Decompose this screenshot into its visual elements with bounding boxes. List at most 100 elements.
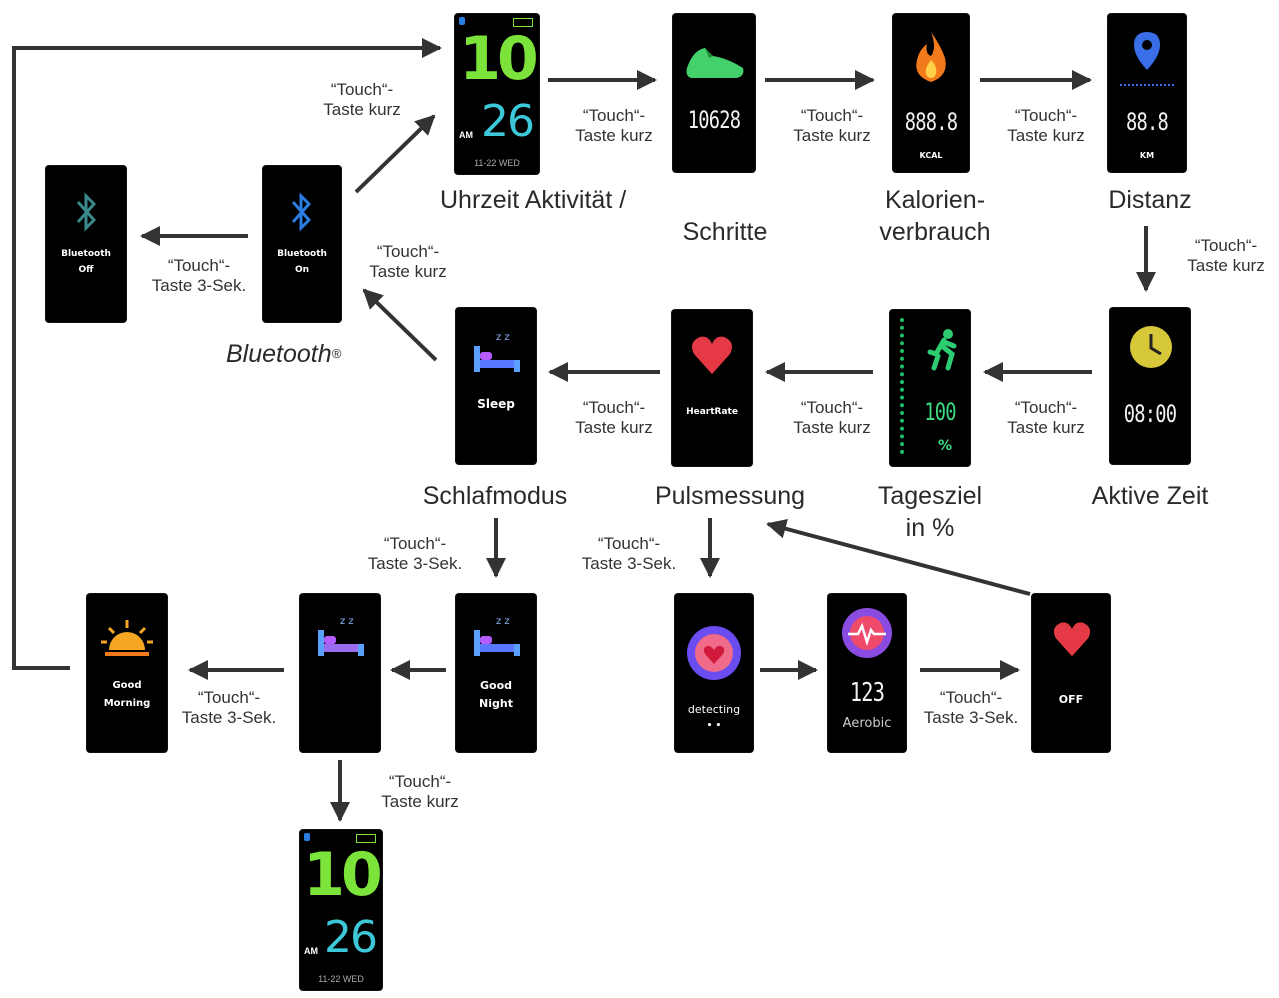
label-top-left: “Touch“- Taste kurz: [323, 80, 401, 119]
aerobic-label: Aerobic: [842, 716, 892, 731]
heart-pulse-icon: [842, 608, 892, 658]
screen-calories: 888.8 KCAL: [893, 14, 969, 172]
battery-icon: [513, 18, 533, 27]
good-morning-line2: Morning: [103, 698, 151, 709]
heart-off-icon: [1053, 622, 1091, 657]
calories-unit: KCAL: [919, 151, 943, 160]
clock-bottom-footer: 11-22 WED: [318, 974, 364, 984]
bluetooth-on-line1: Bluetooth: [277, 249, 327, 259]
arrow-sleep-to-bluetooth: [362, 288, 438, 362]
screen-sleeping: z z: [300, 594, 380, 752]
screen-heartrate: HeartRate: [672, 310, 752, 466]
screen-aerobic: 123 Aerobic: [828, 594, 906, 752]
caption-bluetooth: Bluetooth®: [226, 338, 386, 370]
distance-unit: KM: [1139, 151, 1155, 160]
label-pulse-3sek: “Touch“- Taste 3-Sek.: [581, 534, 677, 573]
caption-schlafmodus: Schlafmodus: [422, 482, 568, 510]
bed-night-icon: z z: [474, 616, 520, 656]
location-pin-icon: [1134, 32, 1160, 70]
clock-icon: [1130, 326, 1172, 368]
clock-bottom-hour: 10: [303, 840, 382, 910]
clock-bottom-minute: 26: [324, 912, 378, 963]
label-hr-off: “Touch“- Taste 3-Sek.: [923, 688, 1019, 727]
bluetooth-icon: [291, 192, 312, 232]
goal-value: 100: [924, 398, 956, 426]
screen-bluetooth-off: Bluetooth Off: [46, 166, 126, 322]
heartrate-off-label: OFF: [1058, 693, 1084, 706]
detecting-dots: • •: [706, 721, 722, 731]
label-sleep-3sek: “Touch“- Taste 3-Sek.: [367, 534, 463, 573]
good-night-line1: Good: [479, 679, 513, 692]
bluetooth-off-line1: Bluetooth: [61, 249, 111, 259]
clock-footer: 11-22 WED: [474, 158, 520, 168]
active-time-value: 08:00: [1123, 400, 1177, 428]
heart-detecting-icon: [687, 626, 741, 680]
arrow-bluetooth-to-clock: [354, 114, 436, 194]
bluetooth-off-line2: Off: [78, 265, 94, 275]
screen-sleep: z z Sleep: [456, 308, 536, 464]
caption-uhrzeit: Uhrzeit Aktivität /: [440, 186, 627, 214]
flame-icon: [916, 32, 946, 82]
svg-text:z z: z z: [340, 616, 354, 627]
heartrate-label: HeartRate: [686, 407, 738, 417]
bed-sleeping-icon: z z: [318, 616, 364, 656]
caption-pulsmessung: Pulsmessung: [654, 482, 806, 510]
label-distance: “Touch“- Taste kurz: [1007, 106, 1085, 145]
label-to-active: “Touch“- Taste kurz: [1187, 236, 1265, 275]
clock-minute: 26: [481, 96, 535, 147]
aerobic-value: 123: [849, 678, 885, 708]
running-person-icon: [927, 329, 957, 371]
battery-bottom-icon: [356, 834, 376, 843]
bed-icon: z z: [474, 332, 520, 372]
bluetooth-status-bottom-icon: [304, 833, 310, 841]
caption-schritte: Schritte: [682, 218, 768, 246]
label-steps: “Touch“- Taste kurz: [575, 106, 653, 145]
arrow-goodmorning-to-clock: [12, 38, 442, 670]
goal-unit: %: [937, 438, 953, 454]
steps-value: 10628: [687, 106, 741, 134]
distance-track: [1120, 84, 1174, 86]
good-morning-line1: Good: [112, 680, 142, 691]
label-good-morning: “Touch“- Taste 3-Sek.: [181, 688, 277, 727]
label-bottom-clock: “Touch“- Taste kurz: [381, 772, 459, 811]
screen-clock-top: 10 AM 26 11-22 WED: [455, 14, 539, 174]
good-night-line2: Night: [479, 697, 513, 710]
bluetooth-status-icon: [459, 17, 465, 25]
sleep-label: Sleep: [477, 397, 515, 411]
label-to-heartrate: “Touch“- Taste kurz: [793, 398, 871, 437]
caption-distanz: Distanz: [1108, 186, 1192, 214]
label-to-sleep: “Touch“- Taste kurz: [575, 398, 653, 437]
clock-hour: 10: [459, 24, 539, 94]
screen-clock-bottom: 10 AM 26 11-22 WED: [300, 830, 382, 990]
heart-icon: [692, 336, 732, 374]
label-calories: “Touch“- Taste kurz: [793, 106, 871, 145]
screen-steps: 10628: [673, 14, 755, 172]
clock-bottom-ampm: AM: [304, 946, 318, 956]
shoe-icon: [686, 48, 744, 78]
screen-daily-goal: 100 %: [890, 310, 970, 466]
label-to-goal: “Touch“- Taste kurz: [1007, 398, 1085, 437]
svg-text:z z: z z: [496, 616, 510, 627]
screen-bluetooth-on: Bluetooth On: [263, 166, 341, 322]
arrow-off-to-pulse: [766, 518, 1031, 596]
screen-good-night: z z Good Night: [456, 594, 536, 752]
screen-detecting: detecting • •: [675, 594, 753, 752]
goal-progress-dots: [900, 318, 910, 454]
calories-value: 888.8: [904, 108, 958, 136]
label-bluetooth-off: “Touch“- Taste 3-Sek.: [151, 256, 247, 295]
bluetooth-off-icon: [76, 192, 97, 232]
svg-text:z z: z z: [496, 332, 510, 343]
screen-good-morning: Good Morning: [87, 594, 167, 752]
distance-value: 88.8: [1126, 108, 1169, 136]
screen-distance: 88.8 KM: [1108, 14, 1186, 172]
caption-kalorien: Kalorien- verbrauch: [879, 186, 991, 246]
registered-mark: ®: [331, 346, 342, 361]
label-to-bluetooth: “Touch“- Taste kurz: [369, 242, 447, 281]
caption-tagesziel: Tagesziel in %: [877, 482, 983, 542]
caption-bluetooth-text: Bluetooth: [226, 340, 332, 368]
sunrise-icon: [101, 620, 153, 656]
detecting-label: detecting: [687, 703, 741, 716]
caption-aktive-zeit: Aktive Zeit: [1091, 482, 1209, 510]
